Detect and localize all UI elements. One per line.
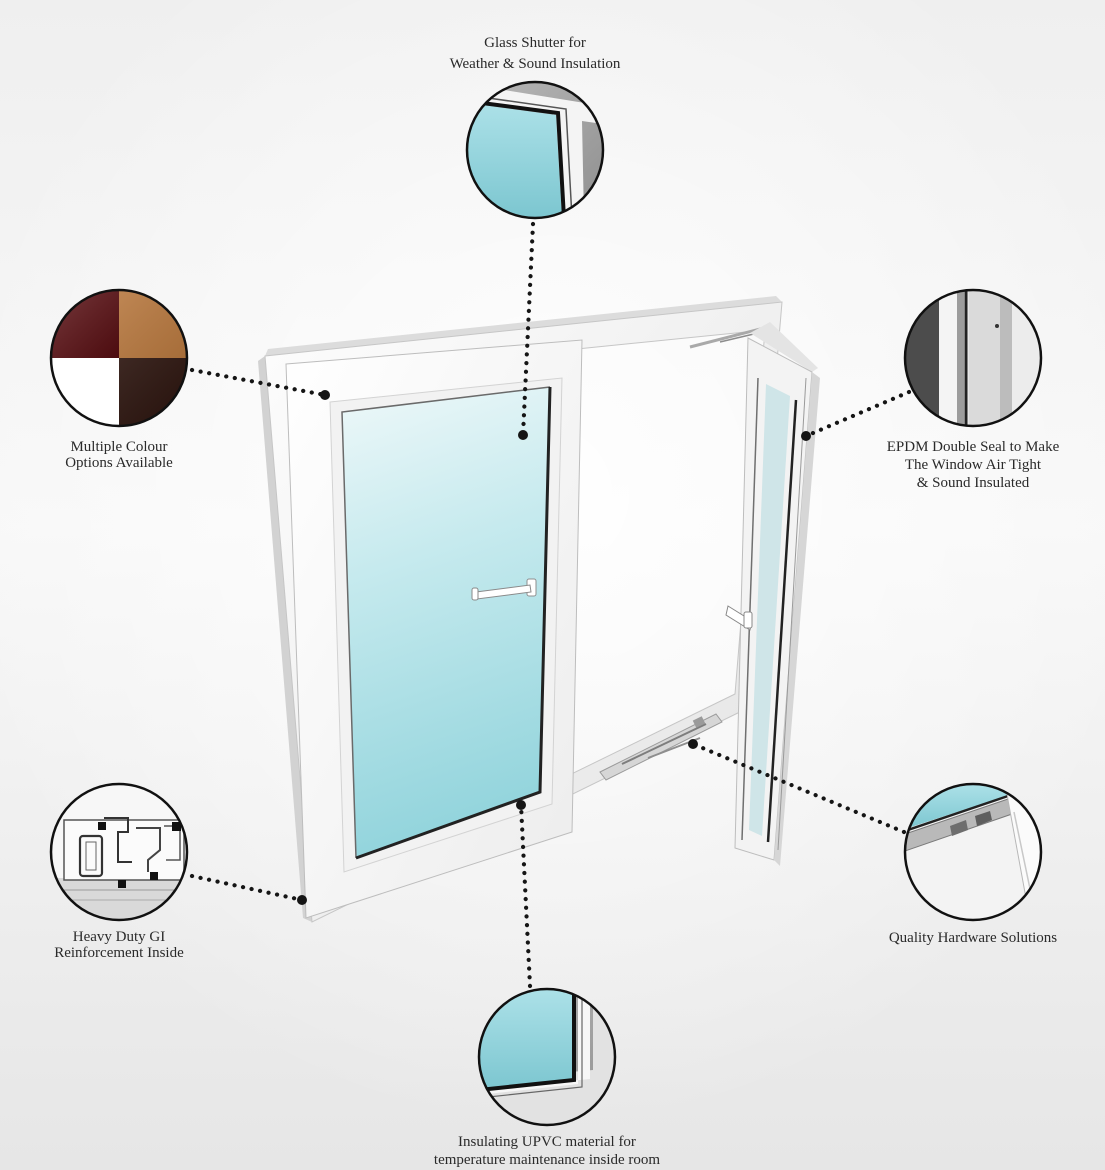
- callout-gi-reinforcement: [49, 782, 189, 922]
- leader-glass-shutter: [520, 221, 536, 438]
- label-line: & Sound Insulated: [916, 475, 1030, 491]
- left-sash: [285, 339, 583, 919]
- open-sash-side: [774, 372, 820, 866]
- callout-circle: [903, 288, 1043, 428]
- label-line: temperature maintenance inside room: [433, 1152, 661, 1168]
- label-line: Reinforcement Inside: [54, 945, 184, 961]
- open-sash-top-face: [750, 322, 818, 372]
- label-line: EPDM Double Seal to Make: [886, 439, 1060, 455]
- label-line: Heavy Duty GI: [72, 929, 166, 945]
- anchor-dot: [518, 430, 528, 440]
- left-sash-handle: [471, 578, 537, 601]
- anchor-dot: [297, 895, 307, 905]
- label-line: Insulating UPVC material for: [458, 1134, 636, 1150]
- callout-epdm-seal: [903, 288, 1043, 428]
- callout-circle: [49, 782, 189, 922]
- label-line: Quality Hardware Solutions: [888, 930, 1058, 946]
- left-sash-glass: [342, 387, 550, 858]
- label-upvc-material: Insulating UPVC material for temperature…: [387, 1133, 707, 1169]
- callout-circle: [49, 288, 189, 428]
- callout-glass-shutter: [465, 80, 605, 220]
- label-line: Multiple Colour: [70, 439, 168, 455]
- left-sash-gasket-light: [341, 386, 551, 859]
- frame-top-face: [265, 296, 782, 356]
- label-epdm-seal: EPDM Double Seal to Make The Window Air …: [843, 438, 1103, 492]
- label-line: Weather & Sound Insulation: [449, 56, 621, 72]
- callout-colour-options: [49, 288, 189, 428]
- open-sash-seal: [766, 399, 798, 843]
- frame-left-face: [258, 356, 312, 922]
- label-colour-options: Multiple Colour Options Available: [9, 439, 229, 471]
- leader-epdm-seal: [803, 389, 912, 439]
- open-sash-glass: [749, 384, 790, 836]
- leader-colour-options: [189, 367, 328, 398]
- label-line: Options Available: [65, 455, 173, 471]
- anchor-dot: [801, 431, 811, 441]
- upvc-window: [258, 296, 820, 923]
- callout-circle: [477, 987, 617, 1127]
- anchor-dot: [516, 800, 526, 810]
- label-line: The Window Air Tight: [904, 457, 1042, 473]
- callout-circle: [465, 80, 605, 220]
- left-sash-gasket: [355, 386, 552, 860]
- open-sash-handle: [725, 605, 753, 631]
- open-sash: [725, 322, 820, 866]
- label-glass-shutter: Glass Shutter for Weather & Sound Insula…: [385, 33, 685, 75]
- label-gi-reinforcement: Heavy Duty GI Reinforcement Inside: [9, 929, 229, 961]
- leader-hardware: [690, 741, 907, 835]
- callout-upvc-material: [477, 987, 617, 1127]
- leader-anchor-dots: [297, 390, 811, 905]
- callout-hardware: [903, 782, 1043, 922]
- bottom-friction-stay: [599, 713, 723, 781]
- leader-lines: [189, 221, 912, 989]
- label-hardware: Quality Hardware Solutions: [843, 929, 1103, 947]
- label-line: Glass Shutter for: [484, 35, 586, 51]
- anchor-dot: [688, 739, 698, 749]
- anchor-dot: [320, 390, 330, 400]
- top-friction-stay: [689, 326, 765, 349]
- leader-gi-reinforcement: [189, 873, 305, 903]
- open-sash-lock-strip: [741, 377, 759, 841]
- callout-circle: [903, 782, 1043, 922]
